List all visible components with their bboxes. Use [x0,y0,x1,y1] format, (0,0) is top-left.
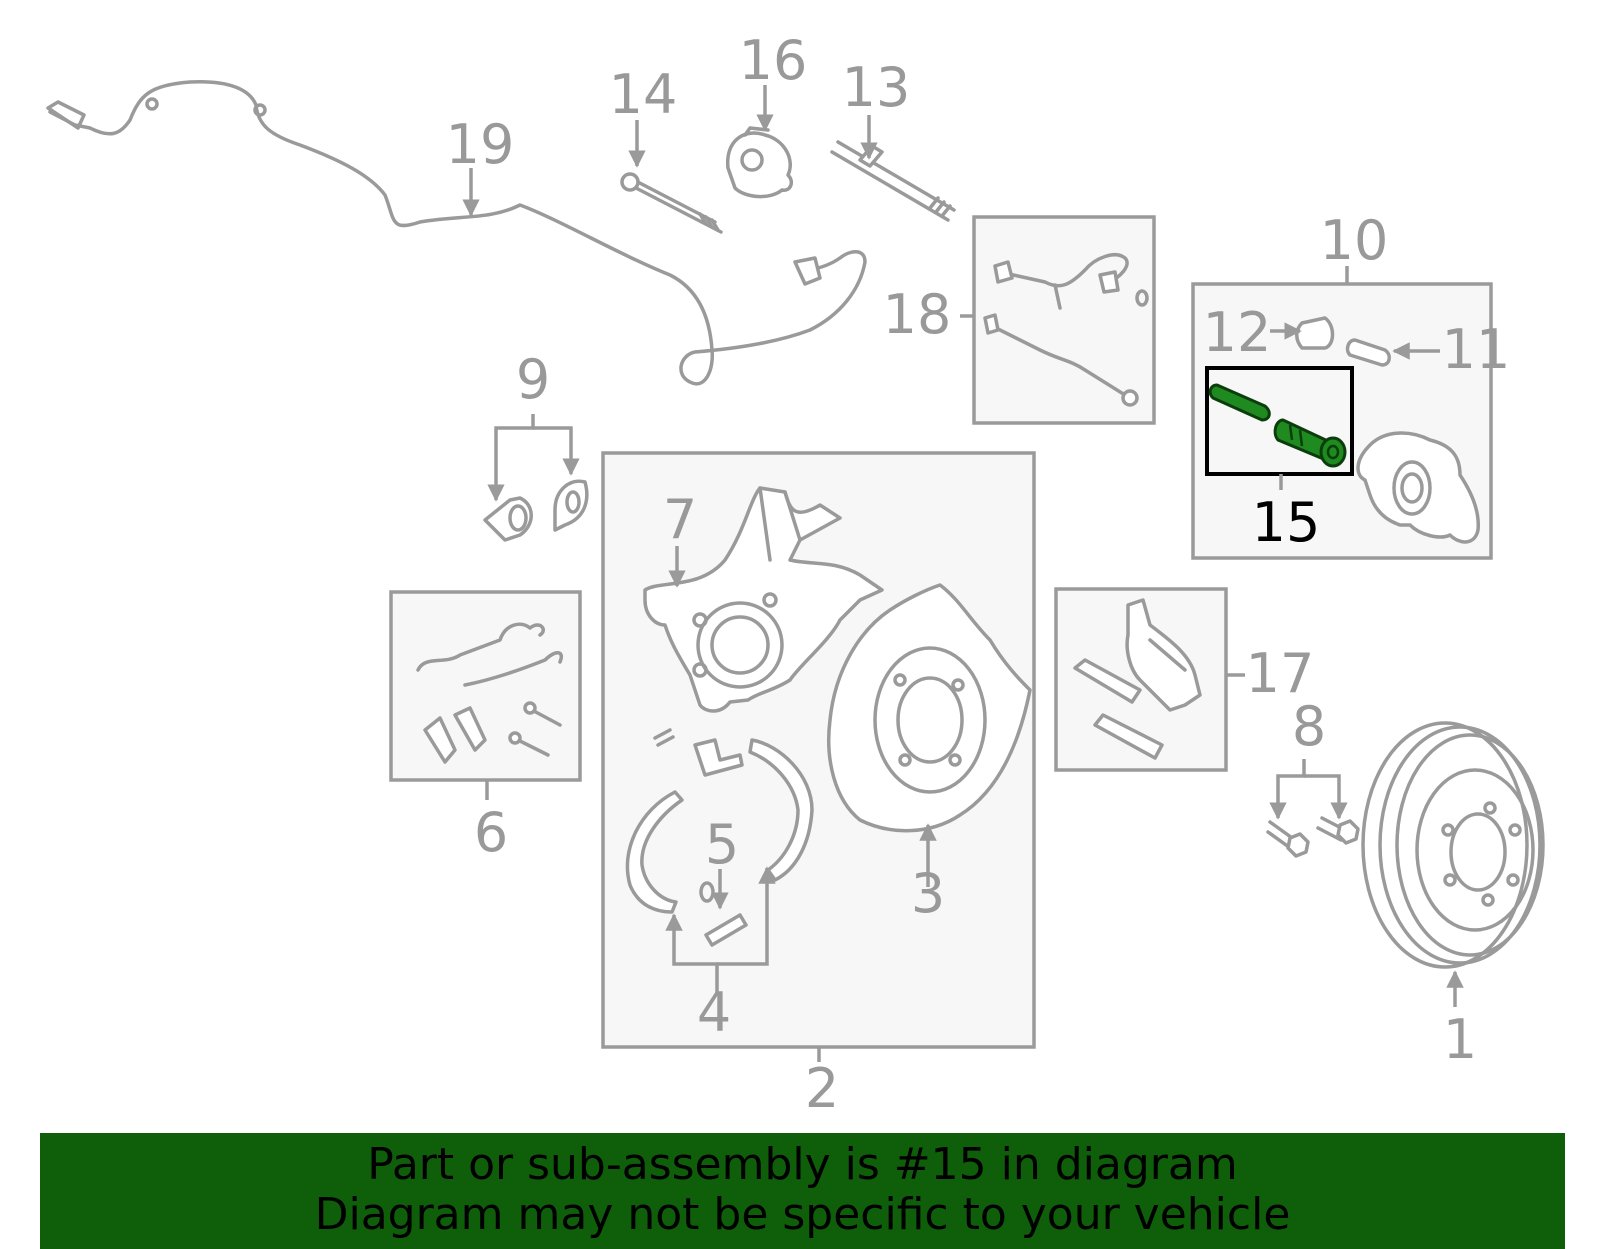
callout-8: 8 [1292,695,1326,758]
callout-3: 3 [911,862,945,925]
part-14-bolt[interactable] [620,172,723,234]
callout-7: 7 [663,488,697,551]
callout-1: 1 [1443,1008,1477,1071]
part-12-cap[interactable] [1295,316,1335,350]
callout-labels: 1 2 3 4 5 6 7 8 9 10 11 12 13 14 15 16 1… [446,29,1511,1120]
part-8-bolts[interactable] [1266,816,1360,858]
leader-lines [462,85,1464,1062]
callout-14: 14 [609,63,678,126]
callout-17: 17 [1246,642,1315,705]
part-1-rotor[interactable] [1361,721,1545,969]
part-11-pin[interactable] [1345,338,1391,367]
group-box-6 [389,590,582,782]
part-18-wear-sensor[interactable] [983,253,1149,407]
callout-6: 6 [474,801,508,864]
callout-13: 13 [842,56,911,119]
callout-9: 9 [516,348,550,411]
callout-15: 15 [1252,491,1321,554]
callout-16: 16 [739,29,808,92]
callout-10: 10 [1320,209,1389,272]
part-9-caps[interactable] [483,479,589,542]
part-7-knuckle[interactable] [643,486,884,713]
part-10-caliper[interactable] [1356,431,1480,544]
callout-4: 4 [697,981,731,1044]
part-5-adjuster[interactable] [693,738,748,947]
part-13-stud[interactable] [830,140,956,222]
footer-line-1: Part or sub-assembly is #15 in diagram [367,1139,1238,1190]
callout-11: 11 [1442,318,1511,381]
part-16-sensor[interactable] [726,126,794,199]
callout-12: 12 [1203,301,1272,364]
callout-2: 2 [805,1057,839,1120]
footer-banner: Part or sub-assembly is #15 in diagram D… [40,1133,1565,1249]
footer-line-2: Diagram may not be specific to your vehi… [314,1189,1291,1240]
callout-18: 18 [883,283,952,346]
part-3-backing-plate[interactable] [827,583,1032,833]
group-box-18 [972,215,1156,425]
callout-5: 5 [705,813,739,876]
part-17-pads[interactable] [1073,598,1202,760]
part-6-hardware-kit[interactable] [416,622,563,764]
part-19-abs-harness[interactable] [46,80,867,386]
callout-19: 19 [446,113,515,176]
part-15-guide-pins[interactable] [1208,383,1347,468]
